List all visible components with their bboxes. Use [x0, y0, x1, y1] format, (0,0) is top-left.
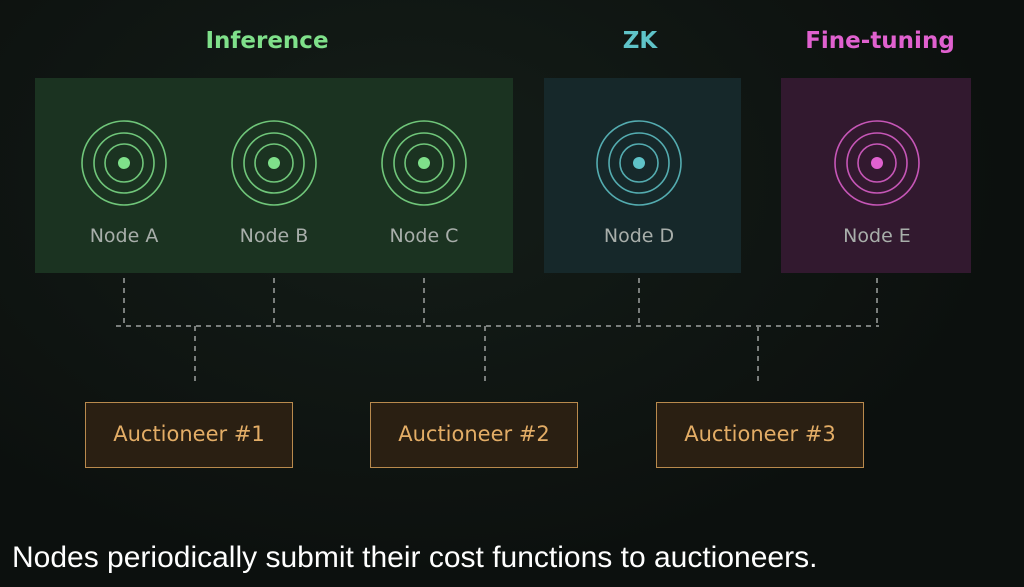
caption-subtitle: Nodes periodically submit their cost fun… [12, 541, 818, 574]
node-a-label: Node A [89, 225, 159, 247]
node-b: Node B [219, 118, 329, 258]
node-a: Node A [69, 118, 179, 258]
node-e-icon [834, 120, 920, 206]
node-a-icon [81, 120, 167, 206]
group-title-inference: Inference [205, 28, 329, 54]
node-d-icon [596, 120, 682, 206]
node-d-label: Node D [603, 225, 675, 247]
fine-tuning-panel [781, 78, 971, 273]
node-b-icon [231, 120, 317, 206]
node-e-label: Node E [843, 225, 911, 247]
node-c-label: Node C [389, 225, 459, 247]
node-c-icon [381, 120, 467, 206]
node-d: Node D [584, 118, 694, 258]
node-c: Node C [369, 118, 479, 258]
auctioneer-1-box: Auctioneer #1 [85, 402, 293, 468]
node-b-label: Node B [239, 225, 309, 247]
auctioneer-3-box: Auctioneer #3 [656, 402, 864, 468]
auctioneer-2-box: Auctioneer #2 [370, 402, 578, 468]
zk-panel [544, 78, 741, 273]
group-title-zk: ZK [622, 28, 658, 54]
group-title-fine-tuning: Fine-tuning [805, 28, 955, 54]
node-e: Node E [822, 118, 932, 258]
inference-panel [35, 78, 513, 273]
